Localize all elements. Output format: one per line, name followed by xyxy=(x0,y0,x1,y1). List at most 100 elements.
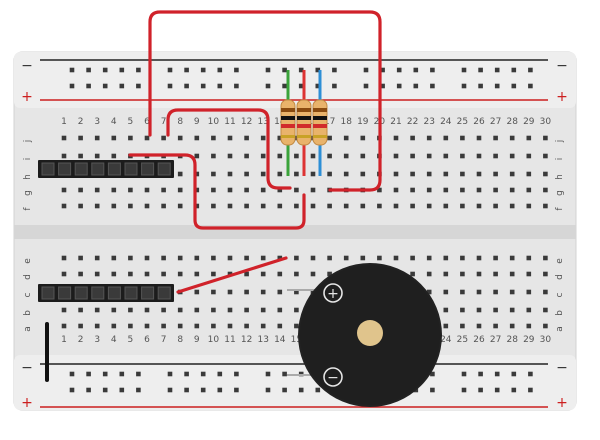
tie-hole xyxy=(426,171,432,177)
tie-hole xyxy=(360,171,366,177)
column-number: 24 xyxy=(440,117,452,127)
hole-grid xyxy=(61,67,548,393)
row-letter: f xyxy=(23,207,33,211)
header-bottom xyxy=(38,284,174,302)
tie-hole xyxy=(194,323,200,329)
rail-hole xyxy=(136,83,141,89)
rail-hole xyxy=(494,371,500,377)
tie-hole xyxy=(277,153,283,159)
tie-hole xyxy=(343,255,349,261)
tie-hole xyxy=(94,203,100,209)
tie-hole xyxy=(94,187,100,193)
rail-hole xyxy=(86,67,91,73)
tie-hole xyxy=(61,271,67,277)
column-number: 17 xyxy=(324,117,335,127)
rail-hole xyxy=(494,83,500,89)
tie-hole xyxy=(244,323,249,329)
tie-hole xyxy=(443,289,449,295)
rail-hole xyxy=(69,371,75,377)
tie-hole xyxy=(144,187,150,193)
tie-hole xyxy=(161,323,166,329)
tie-hole xyxy=(161,203,166,209)
tie-hole xyxy=(194,307,200,313)
tie-hole xyxy=(128,307,133,313)
rail-hole xyxy=(380,83,385,89)
piezo-buzzer: + − xyxy=(298,263,442,407)
tie-hole xyxy=(177,187,183,193)
tie-hole xyxy=(244,307,249,313)
tie-hole xyxy=(177,203,183,209)
tie-hole xyxy=(509,255,515,261)
tie-hole xyxy=(294,171,299,177)
center-channel xyxy=(14,225,576,239)
tie-hole xyxy=(476,153,482,159)
tie-hole xyxy=(509,153,515,159)
buzzer-minus-marker xyxy=(323,367,343,387)
buzzer-minus-label: − xyxy=(327,370,339,386)
rail-hole xyxy=(184,67,189,73)
column-number: 29 xyxy=(523,335,535,345)
rail-hole xyxy=(461,371,467,377)
rail-hole xyxy=(69,67,75,73)
tie-hole xyxy=(61,255,67,261)
tie-hole xyxy=(509,203,515,209)
rail-hole xyxy=(265,387,271,393)
rail-hole xyxy=(119,387,125,393)
header-pin xyxy=(41,286,55,300)
rail-hole xyxy=(413,83,419,89)
tie-hole xyxy=(144,135,150,141)
tie-hole xyxy=(310,203,316,209)
tie-hole xyxy=(211,203,216,209)
tie-hole xyxy=(443,153,449,159)
tie-hole xyxy=(194,187,200,193)
tie-hole xyxy=(260,271,266,277)
rail-hole xyxy=(102,371,108,377)
tie-hole xyxy=(443,203,449,209)
rail-hole xyxy=(200,83,206,89)
column-number: 1 xyxy=(61,335,67,345)
tie-hole xyxy=(111,153,117,159)
tie-hole xyxy=(161,307,166,313)
rail-hole xyxy=(102,67,108,73)
rail-hole xyxy=(430,83,435,89)
rail-hole xyxy=(217,67,223,73)
row-letter: j xyxy=(23,140,33,144)
rail-hole xyxy=(184,83,189,89)
bottom-power-rail xyxy=(14,355,576,410)
tie-hole xyxy=(460,135,465,141)
rail-hole xyxy=(380,67,385,73)
rail-hole xyxy=(119,67,125,73)
tie-hole xyxy=(460,307,465,313)
tie-hole xyxy=(543,171,548,177)
tie-hole xyxy=(426,187,432,193)
tie-hole xyxy=(211,289,216,295)
tie-hole xyxy=(393,153,399,159)
row-letter: e xyxy=(23,258,33,264)
tie-hole xyxy=(161,135,166,141)
tie-hole xyxy=(410,271,415,277)
tie-hole xyxy=(144,307,150,313)
rail-hole xyxy=(167,387,173,393)
column-number: 12 xyxy=(241,335,252,345)
row-letter: d xyxy=(23,274,33,280)
tie-hole xyxy=(426,135,432,141)
column-number: 29 xyxy=(523,117,535,127)
tie-hole xyxy=(294,135,299,141)
rail-hole xyxy=(494,67,500,73)
tie-hole xyxy=(277,171,283,177)
column-number: 8 xyxy=(177,117,183,127)
tie-hole xyxy=(526,271,532,277)
column-number: 6 xyxy=(144,335,150,345)
tie-hole xyxy=(194,271,200,277)
tie-hole xyxy=(526,187,532,193)
tie-hole xyxy=(227,171,233,177)
wire-loop-top xyxy=(148,10,382,192)
tie-hole xyxy=(526,255,532,261)
column-number: 2 xyxy=(78,335,84,345)
tie-hole xyxy=(194,153,200,159)
tie-hole xyxy=(194,203,200,209)
row-letter: g xyxy=(23,190,33,196)
tie-hole xyxy=(260,323,266,329)
tie-hole xyxy=(61,187,67,193)
